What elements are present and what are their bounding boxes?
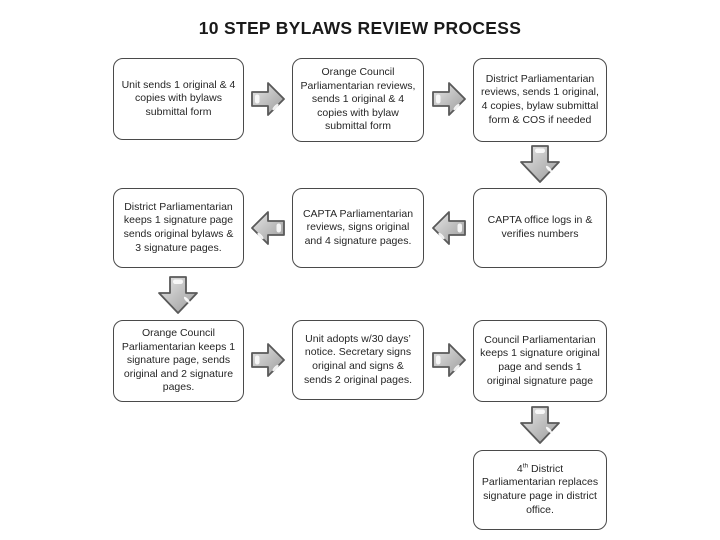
step-1-box: Unit sends 1 original & 4 copies with by… [113, 58, 244, 140]
step-2-box: Orange Council Parliamentarian reviews, … [292, 58, 424, 142]
arrow-step7-to-step8-right-icon [251, 340, 285, 380]
ordinal-superscript: th [522, 462, 529, 470]
step-9-text: Council Parliamentarian keeps 1 signatur… [480, 333, 600, 387]
arrow-step8-to-step9-right-icon [432, 340, 466, 380]
arrow-step6-to-step7-down-icon [155, 276, 201, 316]
step-7-box: Orange Council Parliamentarian keeps 1 s… [113, 320, 244, 402]
arrow-step2-to-step3-right-icon [432, 79, 466, 119]
arrow-step3-to-step4-down-icon [517, 145, 563, 185]
arrow-step5-to-step6-left-icon [251, 208, 285, 248]
step-5-text: CAPTA Parliamentarian reviews, signs ori… [302, 207, 414, 247]
step-7-text: Orange Council Parliamentarian keeps 1 s… [121, 326, 236, 394]
step-6-text: District Parliamentarian keeps 1 signatu… [123, 200, 234, 254]
arrow-step9-to-step10-down-icon [517, 406, 563, 446]
step-1-text: Unit sends 1 original & 4 copies with by… [121, 78, 236, 118]
step-3-box: District Parliamentarian reviews, sends … [473, 58, 607, 142]
step-10-text: 4th District Parliamentarian replaces si… [481, 462, 599, 516]
step-8-box: Unit adopts w/30 days’ notice. Secretary… [292, 320, 424, 400]
step-9-box: Council Parliamentarian keeps 1 signatur… [473, 320, 607, 402]
step-3-text: District Parliamentarian reviews, sends … [481, 72, 599, 126]
arrow-step4-to-step5-left-icon [432, 208, 466, 248]
step-2-text: Orange Council Parliamentarian reviews, … [300, 65, 416, 133]
arrow-step1-to-step2-right-icon [251, 79, 285, 119]
step-8-text: Unit adopts w/30 days’ notice. Secretary… [304, 332, 412, 386]
step-6-box: District Parliamentarian keeps 1 signatu… [113, 188, 244, 268]
step-4-text: CAPTA office logs in & verifies numbers [487, 214, 593, 240]
step-4-box: CAPTA office logs in & verifies numbers [473, 188, 607, 268]
page-title: 10 STEP BYLAWS REVIEW PROCESS [198, 18, 522, 38]
step-10-box: 4th District Parliamentarian replaces si… [473, 450, 607, 530]
step-5-box: CAPTA Parliamentarian reviews, signs ori… [292, 188, 424, 268]
